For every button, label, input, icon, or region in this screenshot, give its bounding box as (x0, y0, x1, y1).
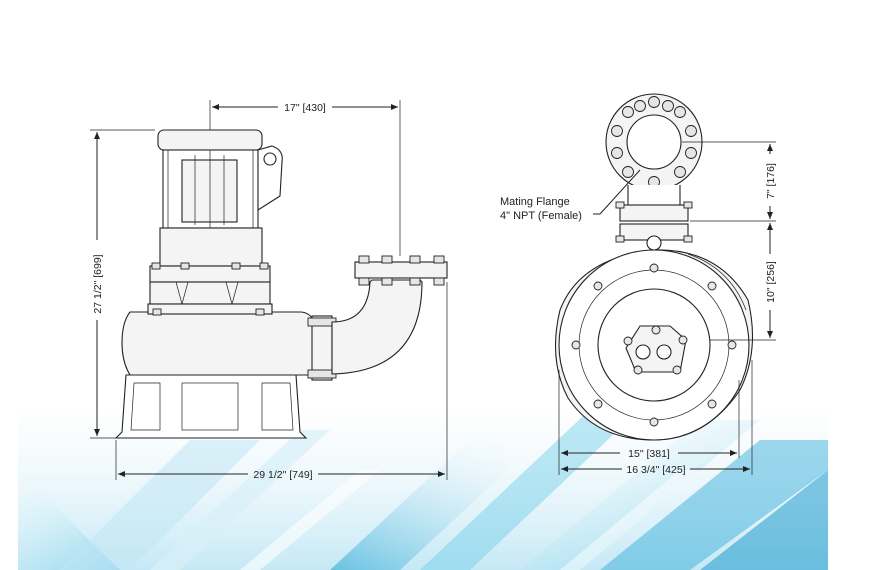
seal-housing (159, 227, 263, 267)
lifting-eye (257, 145, 283, 212)
dim-front-body-width: 15" [381] (628, 448, 670, 460)
front-view-dimensions: Mating Flange 4" NPT (Female) 7" [176] 1… (500, 141, 777, 476)
front-view (554, 93, 754, 441)
discharge-flange (354, 261, 448, 279)
motor-cap (157, 129, 263, 151)
dim-side-overall-height: 27 1/2" [699] (92, 254, 104, 313)
dim-front-flange-height: 7" [176] (765, 163, 777, 199)
motor-core (181, 159, 238, 223)
volute-top-flange (147, 303, 273, 315)
dim-front-body-height: 10" [256] (765, 261, 777, 303)
side-view-dimensions: 17" [430] 27 1/2" [699] 29 1/2" [749] (90, 100, 448, 481)
front-flange-upper (619, 204, 689, 222)
flange-bolts (611, 96, 697, 188)
upper-flange-plate (149, 265, 271, 283)
side-view (114, 129, 448, 439)
dim-side-top-width: 17" [430] (284, 102, 326, 114)
dim-side-overall-width: 29 1/2" [749] (253, 469, 312, 481)
callout-npt-female: 4" NPT (Female) (500, 210, 582, 222)
bearing-housing (149, 281, 271, 305)
pump-stand (114, 374, 308, 439)
discharge-elbow (331, 279, 423, 375)
dim-front-overall-width: 16 3/4" [425] (626, 464, 685, 476)
flange-neck (627, 185, 681, 206)
callout-mating-flange: Mating Flange (500, 196, 570, 208)
pump-volute (121, 311, 315, 376)
